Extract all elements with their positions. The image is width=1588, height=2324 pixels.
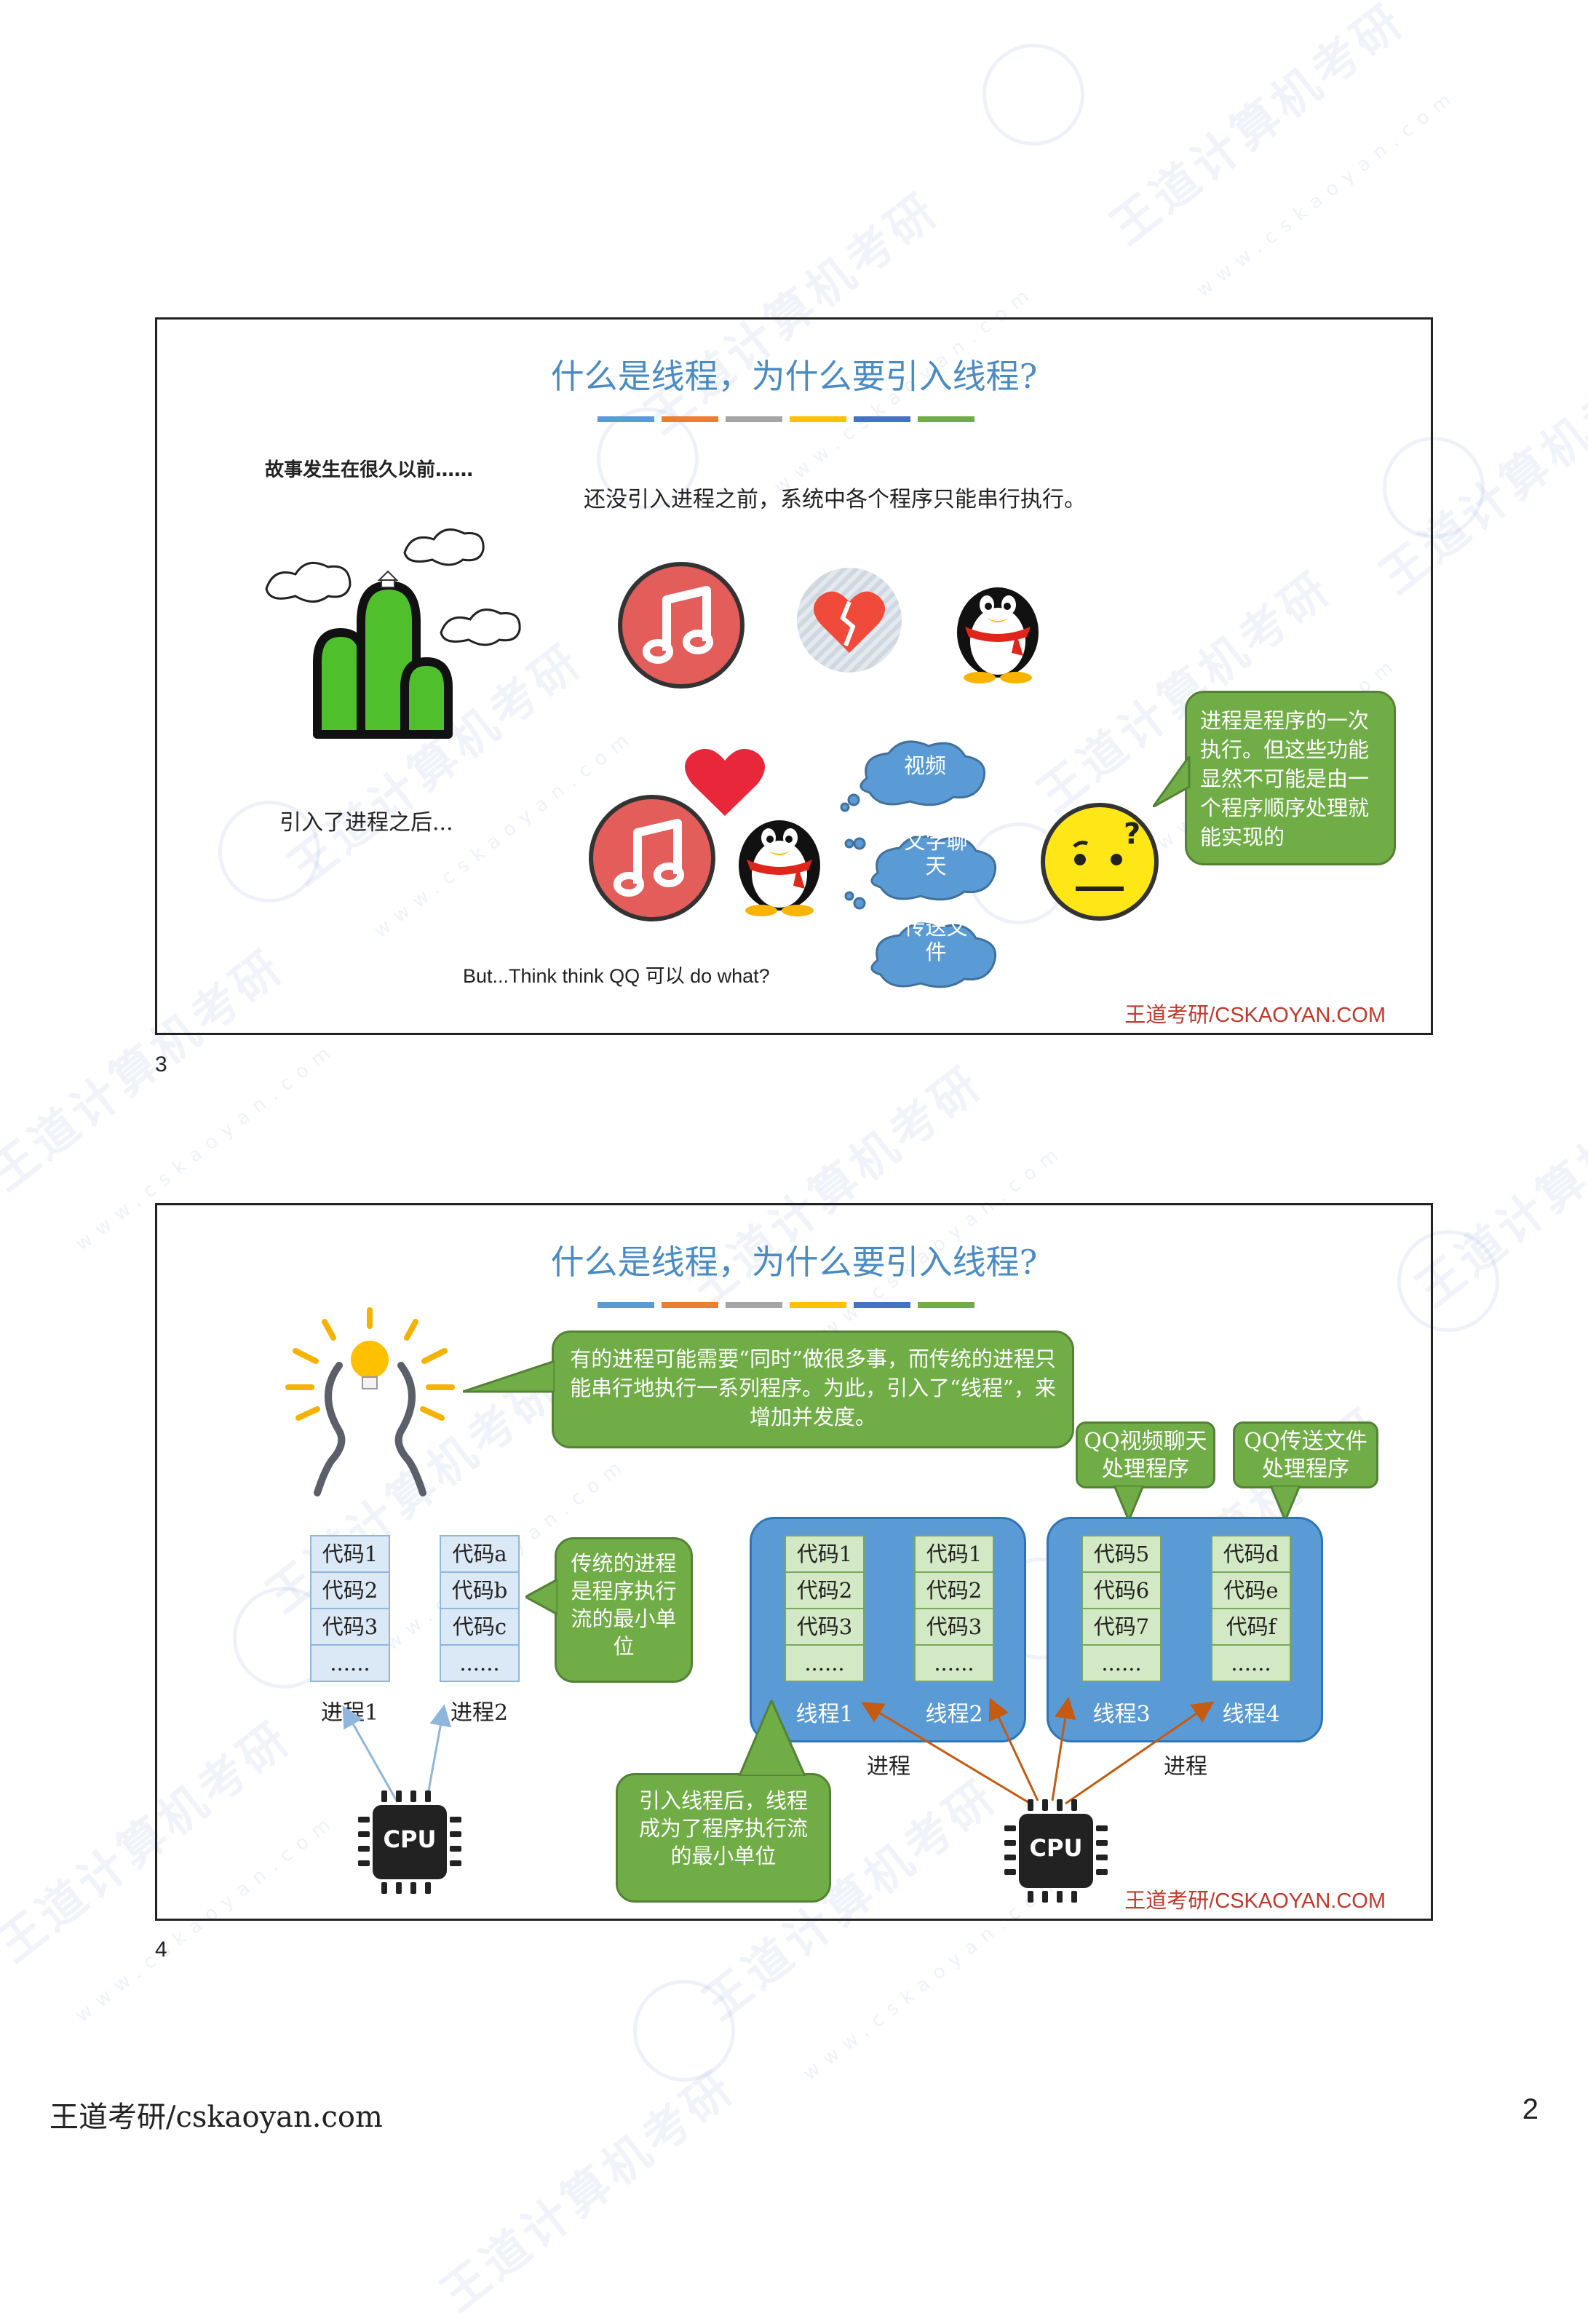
color-segment [598, 416, 654, 422]
watermark-url: www.cskaoyan.com [1192, 84, 1463, 302]
title-color-bar [598, 1302, 974, 1308]
slide-4: 什么是线程，为什么要引入线程? 有的进程可能需要“同时”做很多事，而传统的进程只… [155, 1203, 1433, 1921]
qq-penguin-icon [739, 820, 820, 916]
question-text: But...Think think QQ 可以 do what? [463, 965, 770, 987]
code-cell: 代码1 [914, 1535, 994, 1573]
code-cell: ...... [1211, 1644, 1291, 1682]
tag-pointer [1269, 1486, 1301, 1522]
tag-video-handler: QQ视频聊天处理程序 [1076, 1421, 1215, 1488]
watermark-seal-icon [982, 44, 1084, 146]
thread4-label: 线程4 [1222, 1702, 1280, 1727]
code-cell: 代码f [1211, 1608, 1291, 1646]
process-label: 进程 [1164, 1754, 1207, 1780]
process1-stack: 代码1 代码2 代码3 ...... [310, 1535, 390, 1682]
cloud-video: 视频 [903, 753, 946, 778]
cpu-label: CPU [383, 1825, 437, 1853]
callout-pointer [1153, 756, 1191, 807]
callout-pointer [525, 1578, 557, 1616]
color-segment [854, 1302, 910, 1308]
traditional-callout: 传统的进程是程序执行流的最小单位 [555, 1537, 693, 1683]
slide-title: 什么是线程，为什么要引入线程? [550, 357, 1038, 396]
thread3-label: 线程3 [1092, 1702, 1151, 1727]
code-cell: ...... [1081, 1644, 1162, 1682]
watermark-seal-icon [633, 1980, 735, 2082]
thread1-label: 线程1 [795, 1702, 854, 1727]
code-cell: 代码d [1211, 1535, 1291, 1573]
slide-number: 3 [155, 1052, 167, 1076]
code-cell: 代码2 [785, 1571, 865, 1609]
intro-text: 还没引入进程之前，系统中各个程序只能串行执行。 [584, 487, 1086, 512]
color-segment [662, 416, 718, 422]
thread4-stack: 代码d 代码e 代码f ...... [1211, 1535, 1291, 1682]
after-process-text: 引入了进程之后... [279, 810, 453, 836]
code-cell: 代码5 [1081, 1535, 1162, 1573]
color-segment [726, 1302, 782, 1308]
color-segment [918, 416, 974, 422]
idea-person-icon [285, 1307, 455, 1496]
callout-pointer [463, 1360, 555, 1393]
heart-icon [685, 749, 765, 816]
process2-label: 进程2 [450, 1700, 509, 1726]
thread3-stack: 代码5 代码6 代码7 ...... [1081, 1535, 1162, 1682]
tag-pointer [1113, 1486, 1145, 1522]
color-segment [662, 1302, 718, 1308]
story-text: 故事发生在很久以前…… [265, 459, 474, 481]
mountain-clouds-icon [265, 528, 521, 739]
color-segment [726, 416, 782, 422]
svg-text:?: ? [1124, 817, 1140, 851]
cpu-chip-icon: CPU [355, 1788, 464, 1897]
color-segment [854, 416, 910, 422]
title-color-bar [598, 416, 974, 422]
intro-callout: 有的进程可能需要“同时”做很多事，而传统的进程只能串行地执行一系列程序。为此，引… [552, 1330, 1074, 1448]
arrows-layer [342, 1697, 1215, 1805]
tag-file-handler: QQ传送文件处理程序 [1233, 1421, 1378, 1488]
callout-pointer [738, 1700, 806, 1776]
cloud-file: 传送文件 [904, 915, 968, 964]
qq-penguin-icon [957, 587, 1039, 683]
watermark-text: 王道计算机考研 [1100, 0, 1416, 255]
process-label: 进程 [867, 1754, 910, 1780]
footer-site: 王道考研/cskaoyan.com [49, 2101, 383, 2134]
watermark-text: 王道计算机考研 [431, 2060, 746, 2323]
code-cell: ...... [914, 1644, 994, 1682]
cpu-chip-icon: CPU [1001, 1796, 1111, 1905]
code-cell: 代码a [440, 1535, 520, 1573]
slide-title: 什么是线程，为什么要引入线程? [550, 1242, 1038, 1282]
confused-face-icon: ? [1041, 803, 1159, 921]
page-number: 2 [1522, 2093, 1539, 2125]
slide-3: 什么是线程，为什么要引入线程? 故事发生在很久以前…… 还没引入进程之前，系统中… [155, 317, 1433, 1035]
music-app-icon [618, 562, 745, 689]
brand-text: 王道考研/CSKAOYAN.COM [1124, 1889, 1386, 1913]
thread2-stack: 代码1 代码2 代码3 ...... [914, 1535, 994, 1682]
process-callout: 进程是程序的一次执行。但这些功能显然不可能是由一个程序顺序处理就能实现的 [1185, 691, 1396, 865]
code-cell: 代码1 [785, 1535, 865, 1573]
code-cell: 代码3 [785, 1608, 865, 1646]
code-cell: ...... [440, 1644, 520, 1682]
code-cell: ...... [785, 1644, 865, 1682]
cloud-chat: 文字聊天 [904, 829, 968, 879]
thread1-stack: 代码1 代码2 代码3 ...... [785, 1535, 865, 1682]
cpu-label: CPU [1029, 1834, 1083, 1862]
thread2-label: 线程2 [925, 1702, 983, 1727]
color-segment [790, 1302, 846, 1308]
brand-text: 王道考研/CSKAOYAN.COM [1124, 1004, 1386, 1027]
music-app-icon [589, 795, 715, 921]
process2-stack: 代码a 代码b 代码c ...... [440, 1535, 520, 1682]
slide-number: 4 [155, 1938, 167, 1962]
color-segment [790, 416, 846, 422]
color-segment [918, 1302, 974, 1308]
broken-heart-icon [797, 568, 902, 673]
code-cell: 代码1 [310, 1535, 390, 1573]
thought-clouds [840, 740, 997, 988]
thread-callout: 引入线程后，线程成为了程序执行流的最小单位 [616, 1773, 831, 1903]
code-cell: ...... [310, 1644, 390, 1682]
color-segment [598, 1302, 654, 1308]
